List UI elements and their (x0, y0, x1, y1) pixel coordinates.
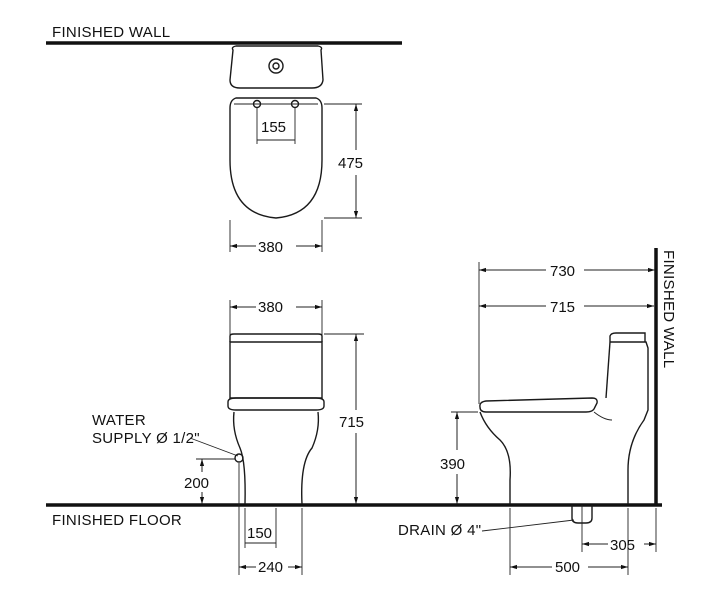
finished-wall-top-label: FINISHED WALL (52, 24, 170, 41)
water-supply-label-2: SUPPLY Ø 1/2" (92, 430, 200, 447)
dim-390: 390 (440, 456, 465, 473)
tank-front-outline (229, 341, 323, 399)
hinge-hole-right-icon (290, 99, 300, 109)
dim-730: 730 (550, 263, 575, 280)
dim-475: 475 (338, 155, 363, 172)
dim-500: 500 (555, 559, 580, 576)
drain-label: DRAIN Ø 4" (398, 522, 481, 539)
dim-200: 200 (184, 475, 209, 492)
seat-front-outline (227, 397, 325, 411)
tank-top-outline (229, 45, 324, 89)
dim-380-front: 380 (258, 299, 283, 316)
tank-side-outline (610, 341, 649, 504)
flush-button-icon (268, 58, 284, 74)
dim-150: 150 (247, 525, 272, 542)
dim-715-side: 715 (550, 299, 575, 316)
dim-380-top: 380 (258, 239, 283, 256)
side-view: FINISHED WALL 730 715 390 DRAIN Ø 4" (398, 248, 677, 576)
water-supply-icon (234, 453, 244, 463)
hinge-hole-left-icon (252, 99, 262, 109)
dim-305: 305 (610, 537, 635, 554)
top-view: FINISHED WALL 155 475 380 (46, 24, 402, 256)
seat-side-outline (479, 397, 598, 413)
bowl-side-outline (479, 411, 511, 504)
dim-240: 240 (258, 559, 283, 576)
front-view: 380 715 WATER SUPPLY Ø 1/2" 200 150 (92, 299, 364, 576)
seat-outline (229, 97, 323, 219)
water-supply-label-1: WATER (92, 412, 146, 429)
dim-155: 155 (261, 119, 286, 136)
finished-floor-label: FINISHED FLOOR (52, 512, 182, 529)
finished-wall-side-label: FINISHED WALL (660, 250, 677, 368)
dim-715-front: 715 (339, 414, 364, 431)
